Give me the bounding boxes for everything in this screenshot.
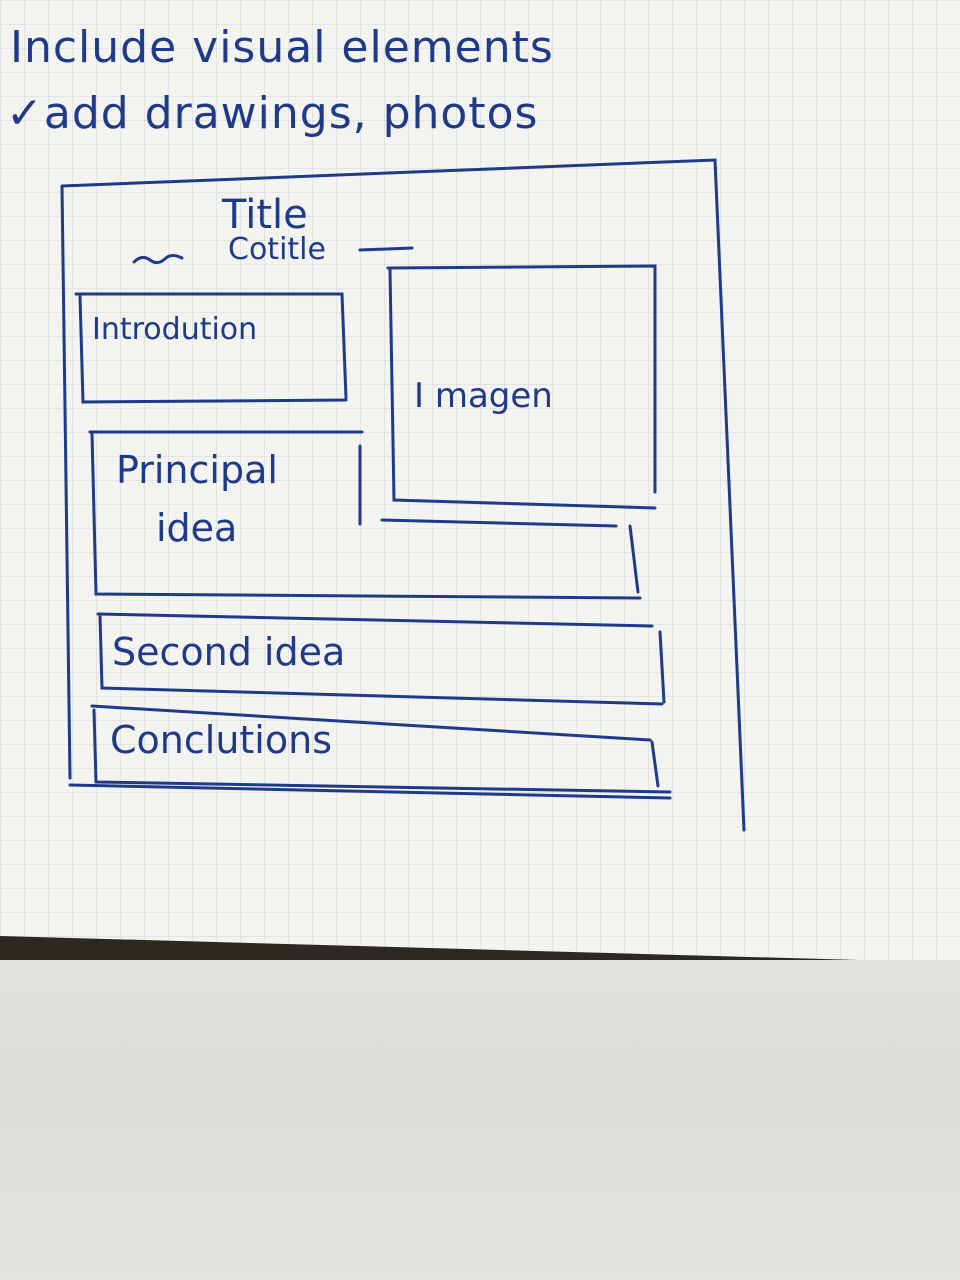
conclusions-box [90,704,672,794]
instruction-line-1: Include visual elements [10,22,554,73]
image-box [386,264,657,510]
title-dash [358,246,414,252]
check-icon: ✓ [6,88,44,139]
title-squiggle [132,254,184,265]
principal-idea-label-line-1: Principal [116,448,278,492]
poster-outline [60,158,746,832]
instruction-line-2-text: add drawings, photos [43,88,539,139]
conclusions-label: Conclutions [110,718,332,762]
introduction-box [74,292,348,404]
principal-idea-box [88,430,642,600]
poster-subtitle: Cotitle [228,232,326,267]
principal-idea-label-line-2: idea [156,506,238,550]
whiteboard [0,0,960,960]
second-idea-box [96,612,666,706]
instruction-line-2: ✓add drawings, photos [6,88,538,139]
poster-title: Title [222,192,308,238]
image-label: I magen [414,376,553,416]
wall-surface [0,960,960,1280]
introduction-label: Introdution [92,312,258,347]
second-idea-label: Second idea [112,630,346,674]
